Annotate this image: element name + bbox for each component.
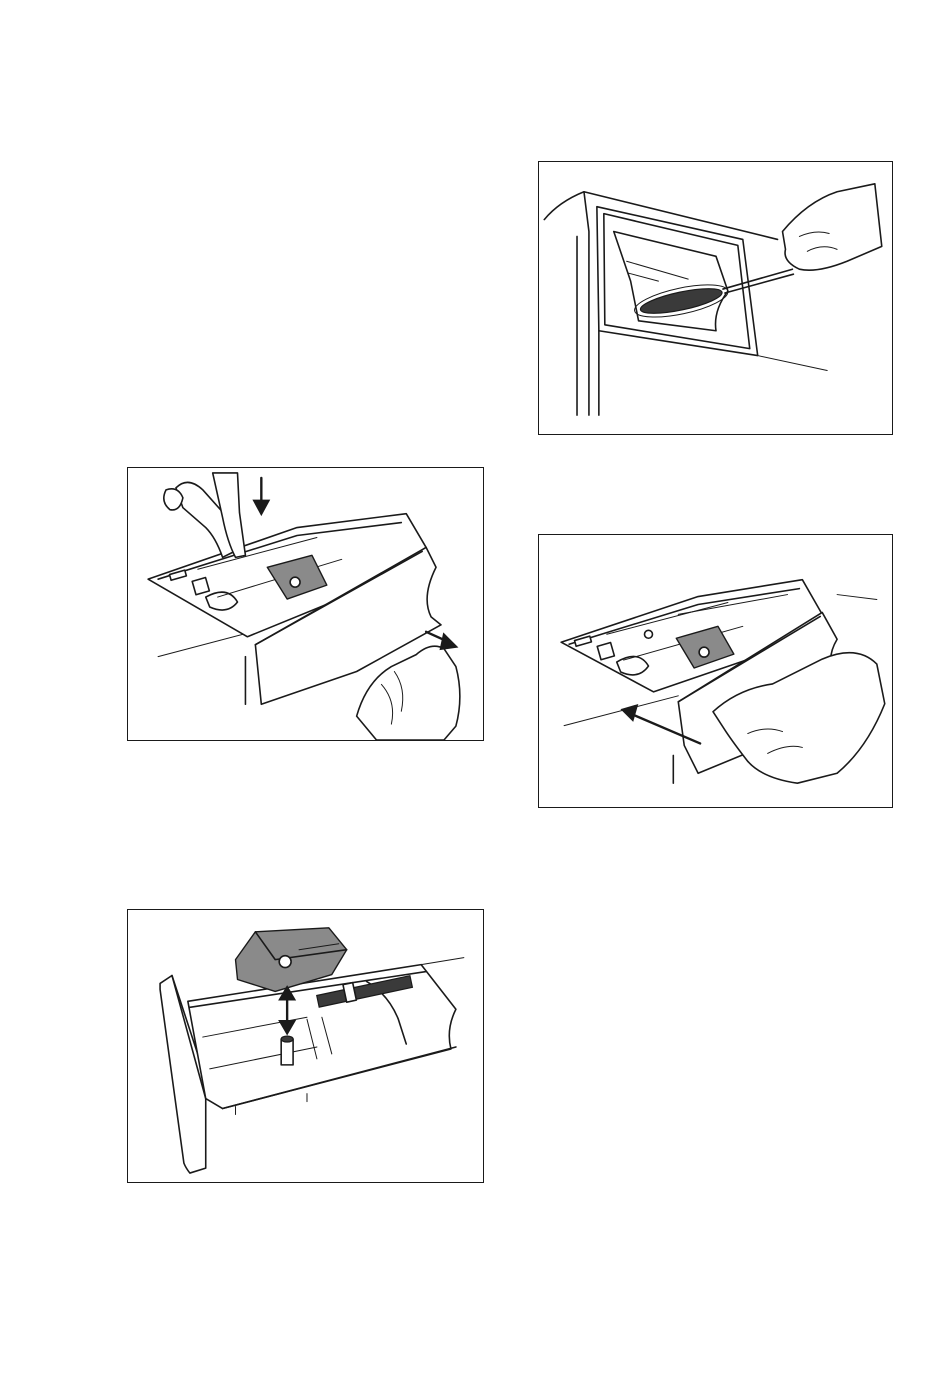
machine-top-line [837,595,877,600]
thumb [164,489,183,510]
siphon-post-top [281,1036,293,1042]
clip [192,578,209,595]
siphon-removal-illustration [128,910,483,1182]
brush-handle [421,958,464,965]
drawer-pull-illustration [128,468,483,740]
cap-symbol [279,956,291,968]
machine-corner [584,192,589,415]
cabinet-edge [158,632,252,657]
drawer-insert-illustration [539,535,892,807]
push-in-arrow-icon [623,706,637,720]
figure-pull-out-drawer [127,467,484,741]
cabinet-edge [564,696,678,726]
hand-holding-brush [783,184,882,270]
figure-remove-siphon [127,909,484,1183]
cap-symbol [699,647,709,657]
figure-brush-recess [538,161,893,435]
siphon-post [281,1039,293,1065]
drawer-tray [188,965,456,1109]
clip [597,643,614,660]
recess-brush-illustration [539,162,892,434]
front-panel-line [758,356,827,371]
lever-button [645,630,653,638]
figure-insert-drawer [538,534,893,808]
press-lever-arrow-icon [254,501,268,514]
cap-symbol [290,577,300,587]
pull-out-arrow-icon [441,635,456,649]
